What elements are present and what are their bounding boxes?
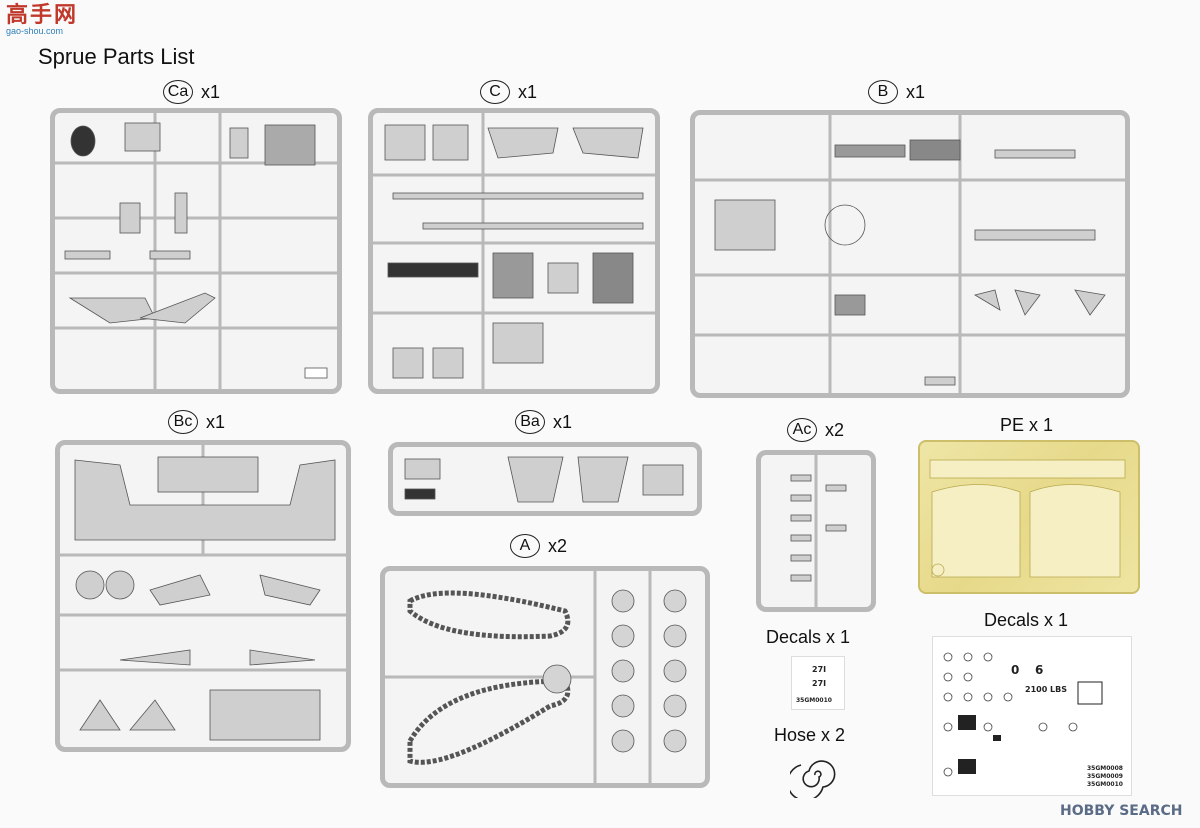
hose-icon bbox=[790, 760, 836, 798]
sprue-b bbox=[690, 110, 1130, 398]
site-logo: 高手网 gao-shou.com bbox=[6, 4, 96, 38]
sprue-a-qty: x2 bbox=[548, 536, 568, 557]
pe-label: PE x 1 bbox=[1000, 415, 1054, 435]
hose-label: Hose x 2 bbox=[774, 725, 846, 745]
decal-sheet-small: 27I 27I 35GM0010 bbox=[791, 656, 845, 710]
sprue-ba bbox=[388, 442, 702, 516]
sprue-ac bbox=[756, 450, 876, 612]
sprue-ac-qty: x2 bbox=[825, 420, 845, 441]
sprue-a bbox=[380, 566, 710, 788]
sprue-c-parts bbox=[373, 113, 655, 389]
sprue-ba-qty: x1 bbox=[553, 412, 573, 433]
sprue-b-letter: B bbox=[868, 80, 898, 105]
sprue-bc-label: Bc x1 bbox=[168, 410, 226, 435]
sprue-bc-qty: x1 bbox=[206, 412, 226, 433]
sprue-bc-letter: Bc bbox=[168, 410, 198, 435]
sprue-ca-parts bbox=[55, 113, 337, 389]
decal-large-text-4: 35GM0008 bbox=[1087, 765, 1123, 772]
sprue-ac-label: Ac x2 bbox=[787, 418, 845, 443]
sprue-ac-letter: Ac bbox=[787, 418, 817, 443]
sprue-ba-label: Ba x1 bbox=[515, 410, 573, 435]
sprue-ba-parts bbox=[404, 456, 684, 503]
decal-small-text-3: 35GM0010 bbox=[796, 697, 832, 704]
decal-small-text-2: 27I bbox=[812, 679, 827, 688]
sprue-a-parts bbox=[385, 571, 687, 783]
watermark: HOBBY SEARCH bbox=[1060, 803, 1183, 819]
sprue-ca-label: Ca x1 bbox=[163, 80, 221, 105]
pe-fret-parts bbox=[929, 459, 1126, 578]
decals-small-label: Decals x 1 bbox=[766, 627, 851, 647]
sprue-ca bbox=[50, 108, 342, 394]
sprue-a-letter: A bbox=[510, 534, 540, 559]
sprue-b-qty: x1 bbox=[906, 82, 926, 103]
decal-large-text-5: 35GM0009 bbox=[1087, 773, 1123, 780]
decal-large-text-6: 35GM0010 bbox=[1087, 781, 1123, 788]
decal-large-text-3: 2100 LBS bbox=[1025, 685, 1068, 694]
sprue-ac-parts bbox=[790, 455, 847, 607]
sprue-b-parts bbox=[695, 115, 1125, 393]
sprue-bc-parts bbox=[60, 445, 346, 741]
sprue-ba-letter: Ba bbox=[515, 410, 545, 435]
sprue-c bbox=[368, 108, 660, 394]
site-logo-sub: gao-shou.com bbox=[6, 26, 64, 36]
sprue-c-letter: C bbox=[480, 80, 510, 105]
decal-large-text-1: 0 bbox=[1011, 663, 1020, 677]
page-title: Sprue Parts List bbox=[38, 44, 195, 69]
pe-fret bbox=[918, 440, 1140, 594]
decal-large-text-2: 6 bbox=[1035, 663, 1044, 677]
sprue-ca-letter: Ca bbox=[163, 80, 193, 105]
sprue-c-qty: x1 bbox=[518, 82, 538, 103]
sprue-ca-qty: x1 bbox=[201, 82, 221, 103]
decal-sheet-large: 0 6 2100 LBS 35GM0008 35GM0009 35GM0010 bbox=[932, 636, 1132, 796]
decals-large-label: Decals x 1 bbox=[984, 610, 1069, 630]
sprue-bc bbox=[55, 440, 351, 752]
decal-large-markings bbox=[943, 652, 1103, 777]
decal-small-text-1: 27I bbox=[812, 665, 827, 674]
site-logo-main: 高手网 bbox=[6, 2, 79, 27]
